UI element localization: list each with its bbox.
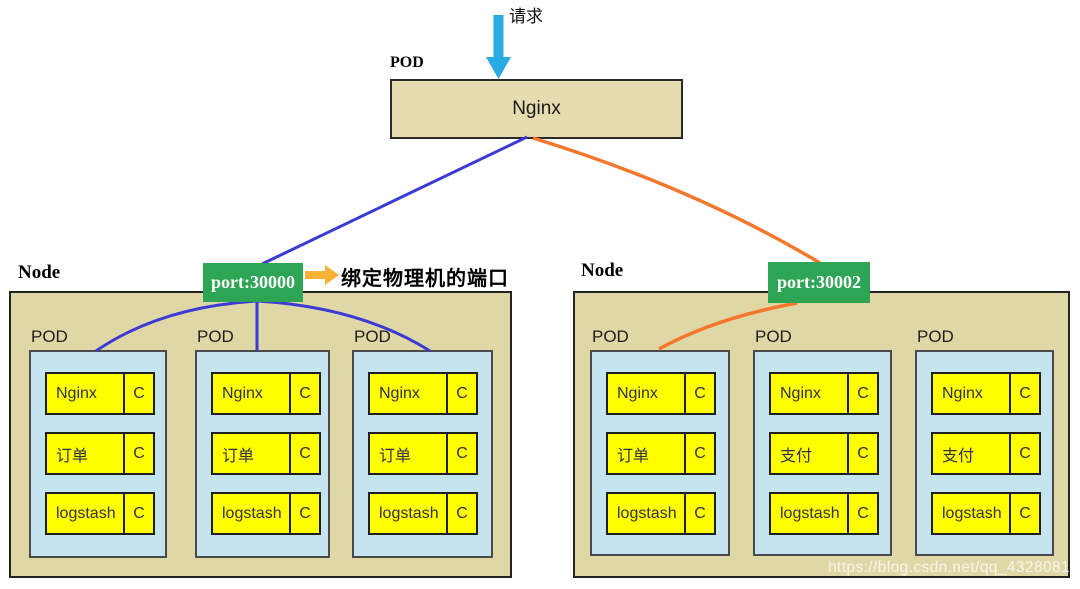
container-tag: C xyxy=(299,504,311,522)
pod-label: POD xyxy=(592,327,629,346)
container-row: 订单 C xyxy=(368,432,478,475)
container-tag: C xyxy=(1019,384,1031,402)
nginx-service-label: Nginx xyxy=(512,98,561,119)
container-tag: C xyxy=(133,384,145,402)
port-binding-note: 绑定物理机的端口 xyxy=(341,268,509,290)
pod-label: POD xyxy=(755,327,792,346)
pod: POD Nginx C 订单 C logstash C xyxy=(590,327,730,556)
container-name: logstash xyxy=(47,494,125,533)
container-tag: C xyxy=(857,444,869,462)
container-name: logstash xyxy=(771,494,849,533)
container-tag: C xyxy=(694,504,706,522)
port-badge-30002: port:30002 xyxy=(768,262,870,303)
container-name: Nginx xyxy=(47,374,125,413)
container-row: 订单 C xyxy=(45,432,155,475)
node-box-right: POD Nginx C 订单 C logstash C POD xyxy=(573,291,1070,578)
container-name: 支付 xyxy=(933,434,1011,473)
container-tag: C xyxy=(456,504,468,522)
container-row: logstash C xyxy=(931,492,1041,535)
container-tag: C xyxy=(133,504,145,522)
container-row: Nginx C xyxy=(211,372,321,415)
container-name: Nginx xyxy=(933,374,1011,413)
pod-box: Nginx C 订单 C logstash C xyxy=(195,350,330,558)
request-arrow-icon xyxy=(486,15,511,79)
binding-arrow-icon xyxy=(305,265,339,285)
node-box-left: POD Nginx C 订单 C logstash C POD xyxy=(9,291,512,578)
container-tag: C xyxy=(456,444,468,462)
container-name: 订单 xyxy=(213,434,291,473)
container-name: 订单 xyxy=(370,434,448,473)
container-row: Nginx C xyxy=(606,372,716,415)
container-tag: C xyxy=(456,384,468,402)
pod-label: POD xyxy=(31,327,68,346)
container-name: Nginx xyxy=(370,374,448,413)
container-tag: C xyxy=(299,444,311,462)
container-name: 订单 xyxy=(47,434,125,473)
pod-box: Nginx C 订单 C logstash C xyxy=(352,350,493,558)
container-name: logstash xyxy=(370,494,448,533)
container-row: logstash C xyxy=(606,492,716,535)
pod-label: POD xyxy=(197,327,234,346)
container-row: 支付 C xyxy=(769,432,879,475)
pod-label: POD xyxy=(354,327,391,346)
container-tag: C xyxy=(857,384,869,402)
pod-box: Nginx C 支付 C logstash C xyxy=(753,350,892,556)
node-label-right: Node xyxy=(581,260,624,281)
container-name: logstash xyxy=(608,494,686,533)
container-tag: C xyxy=(133,444,145,462)
container-name: 支付 xyxy=(771,434,849,473)
pod: POD Nginx C 支付 C logstash C xyxy=(753,327,892,556)
container-row: logstash C xyxy=(45,492,155,535)
container-name: logstash xyxy=(213,494,291,533)
container-row: logstash C xyxy=(769,492,879,535)
watermark: https://blog.csdn.net/qq_43280818 xyxy=(828,559,1080,576)
container-row: logstash C xyxy=(368,492,478,535)
container-row: Nginx C xyxy=(45,372,155,415)
container-row: 订单 C xyxy=(211,432,321,475)
container-row: logstash C xyxy=(211,492,321,535)
container-tag: C xyxy=(299,384,311,402)
pod: POD Nginx C 订单 C logstash C xyxy=(352,327,493,558)
container-row: Nginx C xyxy=(368,372,478,415)
container-row: 订单 C xyxy=(606,432,716,475)
nginx-service-box: Nginx xyxy=(390,79,683,139)
top-pod-label: POD xyxy=(390,54,424,71)
container-tag: C xyxy=(857,504,869,522)
container-name: logstash xyxy=(933,494,1011,533)
container-tag: C xyxy=(1019,444,1031,462)
node-label-left: Node xyxy=(18,262,61,283)
link-nginx-to-port30000 xyxy=(261,135,528,266)
pod-label: POD xyxy=(917,327,954,346)
container-row: Nginx C xyxy=(931,372,1041,415)
pod: POD Nginx C 订单 C logstash C xyxy=(29,327,167,558)
container-name: Nginx xyxy=(771,374,849,413)
container-tag: C xyxy=(694,384,706,402)
container-name: 订单 xyxy=(608,434,686,473)
pod: POD Nginx C 订单 C logstash C xyxy=(195,327,330,558)
port-badge-30000: port:30000 xyxy=(203,263,303,302)
request-label: 请求 xyxy=(509,7,543,26)
link-nginx-to-port30002 xyxy=(532,136,821,265)
pod: POD Nginx C 支付 C logstash C xyxy=(915,327,1054,556)
pod-box: Nginx C 支付 C logstash C xyxy=(915,350,1054,556)
container-tag: C xyxy=(1019,504,1031,522)
pod-box: Nginx C 订单 C logstash C xyxy=(29,350,167,558)
container-row: Nginx C xyxy=(769,372,879,415)
container-name: Nginx xyxy=(608,374,686,413)
container-tag: C xyxy=(694,444,706,462)
pod-box: Nginx C 订单 C logstash C xyxy=(590,350,730,556)
container-row: 支付 C xyxy=(931,432,1041,475)
container-name: Nginx xyxy=(213,374,291,413)
